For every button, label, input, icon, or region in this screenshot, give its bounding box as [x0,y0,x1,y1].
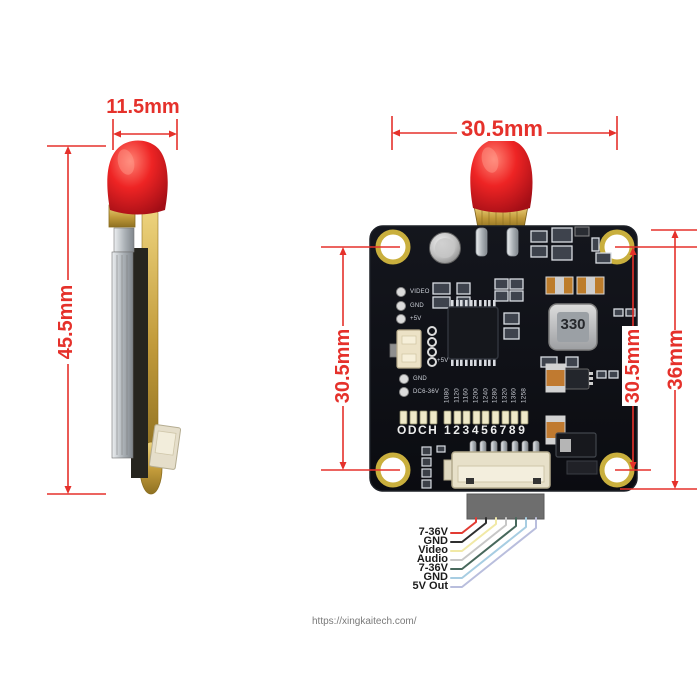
wire-label-gnd2: GND [423,571,448,583]
board-width-label: 30.5mm [457,116,547,142]
status-leds [399,410,529,425]
dimension-arrowheads [64,129,679,494]
wire-label-gnd1: GND [423,535,448,547]
freq-ch8: 1360 [510,387,518,404]
cap-highlight-top [481,147,499,173]
side-width-label: 11.5mm [97,96,189,118]
antenna-cap-side [107,140,168,215]
connector-pins [469,440,540,455]
pcb-edge-side [131,248,148,478]
hole-span-left-label: 30.5mm [332,326,354,406]
website-url: https://xingkaitech.com/ [312,616,417,627]
ic-pins [451,300,496,366]
inductor [548,303,598,351]
wire-label-vin2: 7-36V [418,562,448,574]
inductor-value: 330 [560,316,586,333]
wire-0 [450,517,477,534]
jst-connector [443,440,551,489]
cap-highlight [117,149,135,175]
pad-column-bottom-left [421,445,446,489]
freq-ch4: 1200 [472,387,480,404]
pad-label-gnd: GND [410,303,424,309]
connector-block [466,493,545,520]
side-height-label: 45.5mm [55,280,77,364]
wire-label-5vout: 5V Out [412,580,448,592]
wire-3 [450,517,507,561]
smd-components-right [540,308,636,379]
wire-label-video: Video [418,544,448,556]
metal-connector-side [113,227,135,253]
side-view-device [107,140,182,495]
freq-ch7: 1320 [501,387,509,404]
pad-label-dc: DC6-36V [413,389,440,395]
channel-digits: 123456789 [444,423,528,437]
pad-label-5v: +5V [410,316,422,322]
wire-5 [450,517,527,579]
microphone-mesh [435,238,455,258]
smd-components-top [530,227,612,264]
ic-chip [447,300,499,366]
freq-ch6: 1280 [491,387,499,404]
channel-prefix: ODCH [397,423,439,437]
pad-label-video: VIDEO [410,289,430,295]
freq-ch3: 1160 [462,388,470,403]
freq-ch2: 1120 [453,388,461,403]
pad-label-gnd2: GND [413,376,427,382]
wire-4 [450,517,517,570]
wire-harness [450,493,545,588]
freq-ch1: 1080 [443,387,451,404]
sma-solder-post-right [506,227,519,257]
wire-1 [450,517,487,543]
gold-capacitors-top [545,276,605,295]
freq-ch5: 1240 [482,387,490,404]
main-board [369,138,638,492]
power-switch [389,329,422,369]
board-height-label: 36mm [664,329,687,390]
hole-span-right-label: 30.5mm [622,326,644,406]
smd-components-mid [432,278,524,340]
shield-ridges [116,255,128,455]
wire-2 [450,517,497,552]
antenna-cap-top [470,138,533,213]
diode-assembly [555,432,598,475]
wire-label-vin1: 7-36V [418,526,448,538]
freq-ch9: 1258 [520,387,528,404]
wire-label-audio: Audio [416,553,448,565]
smd-ic-small [574,226,590,237]
pad-label-5v-mid: +5V [437,358,449,364]
through-holes [427,326,437,367]
sma-solder-post-left [475,227,488,257]
wire-6 [450,517,537,588]
solder-pads-left [396,287,409,397]
jst-connector-side [148,424,182,470]
shield-can-side [111,251,134,459]
